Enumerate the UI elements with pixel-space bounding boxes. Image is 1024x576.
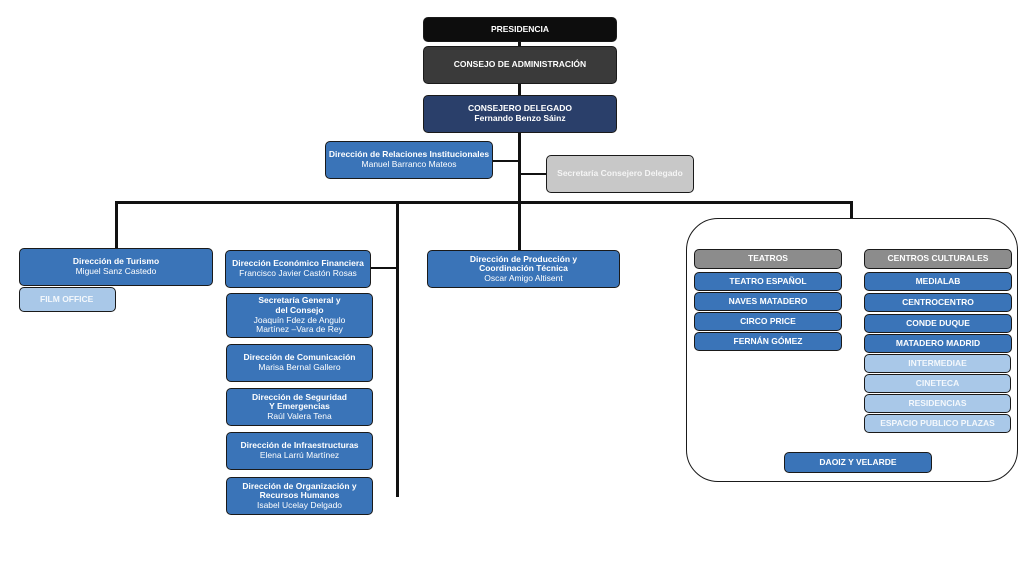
produccion-title-2: Coordinación Técnica — [479, 263, 568, 274]
culture-drop-line — [850, 201, 853, 219]
produccion-name: Oscar Amigo Altisent — [484, 272, 563, 283]
centro-item-label: MATADERO MADRID — [895, 337, 981, 348]
centro-light-item-label: ESPACIO PUBLICO PLAZAS — [880, 417, 995, 428]
centro-light-item: RESIDENCIAS — [864, 394, 1011, 413]
centro-light-item: ESPACIO PUBLICO PLAZAS — [864, 414, 1011, 433]
secretaria-general-title-1: Secretaría General y — [258, 295, 341, 306]
seguridad-name: Raúl Valera Tena — [267, 410, 332, 421]
organizacion-box: Dirección de Organización y Recursos Hum… — [226, 477, 373, 515]
centro-item-label: CONDE DUQUE — [906, 317, 970, 328]
comunicacion-title: Dirección de Comunicación — [243, 352, 356, 363]
relaciones-connector — [493, 160, 519, 162]
centro-item-label: MEDIALAB — [915, 275, 961, 286]
secretaria-cd-box: Secretaría Consejero Delegado — [546, 155, 694, 193]
teatro-item-label: FERNÁN GÓMEZ — [733, 335, 803, 346]
centro-item: MATADERO MADRID — [864, 334, 1012, 353]
organizacion-title-2: Recursos Humanos — [259, 490, 340, 501]
secretaria-general-box: Secretaría General y del Consejo Joaquín… — [226, 293, 373, 338]
turismo-name: Miguel Sanz Castedo — [75, 266, 157, 276]
teatros-header: TEATROS — [694, 249, 842, 269]
film-office-box: FILM OFFICE — [19, 287, 116, 312]
film-office-label: FILM OFFICE — [40, 293, 94, 304]
horizontal-branch-line — [115, 201, 853, 204]
left-column-spine — [396, 201, 399, 497]
economico-box: Dirección Económico Financiera Francisco… — [225, 250, 371, 288]
daoiz-box: DAOIZ Y VELARDE — [784, 452, 932, 473]
seguridad-title-1: Dirección de Seguridad — [252, 391, 347, 402]
infraestructuras-name: Elena Larrú Martínez — [259, 450, 340, 460]
trunk-line — [518, 42, 521, 250]
teatro-item: CIRCO PRICE — [694, 312, 842, 331]
comunicacion-box: Dirección de Comunicación Marisa Bernal … — [226, 344, 373, 382]
consejo-label: CONSEJO DE ADMINISTRACIÓN — [453, 59, 587, 70]
daoiz-label: DAOIZ Y VELARDE — [819, 456, 897, 467]
seguridad-box: Dirección de Seguridad Y Emergencias Raú… — [226, 388, 373, 426]
consejero-name: Fernando Benzo Sáinz — [474, 113, 566, 123]
relaciones-box: Dirección de Relaciones Institucionales … — [325, 141, 493, 179]
presidencia-box: PRESIDENCIA — [423, 17, 617, 42]
turismo-box: Dirección de Turismo Miguel Sanz Castedo — [19, 248, 213, 286]
comunicacion-name: Marisa Bernal Gallero — [258, 362, 341, 372]
centro-light-item-label: INTERMEDIAE — [908, 357, 967, 368]
seguridad-title-2: Y Emergencias — [269, 401, 330, 412]
teatro-item: NAVES MATADERO — [694, 292, 842, 311]
teatro-item-label: TEATRO ESPAÑOL — [729, 275, 807, 286]
infraestructuras-box: Dirección de Infraestructuras Elena Larr… — [226, 432, 373, 470]
produccion-title-1: Dirección de Producción y — [469, 253, 578, 264]
centro-item-label: CENTROCENTRO — [902, 296, 974, 307]
consejero-box: CONSEJERO DELEGADO Fernando Benzo Sáinz — [423, 95, 617, 133]
culture-group-frame — [686, 218, 1018, 482]
centro-light-item: CINETECA — [864, 374, 1011, 393]
centro-item: CONDE DUQUE — [864, 314, 1012, 333]
centro-item: MEDIALAB — [864, 272, 1012, 291]
economico-name: Francisco Javier Castón Rosas — [239, 268, 357, 278]
secretaria-general-name-1: Joaquín Fdez de Angulo — [253, 314, 346, 325]
presidencia-label: PRESIDENCIA — [490, 23, 550, 34]
centros-header: CENTROS CULTURALES — [864, 249, 1012, 269]
centro-item: CENTROCENTRO — [864, 293, 1012, 312]
teatro-item-label: CIRCO PRICE — [740, 315, 796, 326]
economico-title: Dirección Económico Financiera — [232, 258, 364, 269]
centro-light-item: INTERMEDIAE — [864, 354, 1011, 373]
teatro-item: TEATRO ESPAÑOL — [694, 272, 842, 291]
secretaria-connector — [519, 173, 547, 175]
centro-light-item-label: CINETECA — [915, 377, 960, 388]
teatro-item: FERNÁN GÓMEZ — [694, 332, 842, 351]
turismo-drop-line — [115, 201, 118, 250]
secretaria-general-name-2: Martínez –Vara de Rey — [256, 324, 343, 335]
economico-connector — [370, 267, 397, 269]
teatro-item-label: NAVES MATADERO — [728, 295, 808, 306]
consejo-box: CONSEJO DE ADMINISTRACIÓN — [423, 46, 617, 84]
organizacion-title-1: Dirección de Organización y — [242, 480, 357, 491]
secretaria-general-title-2: del Consejo — [275, 304, 324, 315]
teatros-header-label: TEATROS — [748, 253, 788, 264]
produccion-box: Dirección de Producción y Coordinación T… — [427, 250, 620, 288]
relaciones-name: Manuel Barranco Mateos — [361, 159, 457, 169]
organizacion-name: Isabel Ucelay Delgado — [256, 499, 343, 510]
infraestructuras-title: Dirección de Infraestructuras — [240, 440, 359, 451]
centros-header-label: CENTROS CULTURALES — [887, 253, 989, 264]
turismo-title: Dirección de Turismo — [72, 256, 160, 267]
centro-light-item-label: RESIDENCIAS — [908, 397, 967, 408]
secretaria-cd-label: Secretaría Consejero Delegado — [557, 168, 683, 179]
consejero-title: CONSEJERO DELEGADO — [468, 103, 572, 114]
relaciones-title: Dirección de Relaciones Institucionales — [328, 149, 490, 160]
